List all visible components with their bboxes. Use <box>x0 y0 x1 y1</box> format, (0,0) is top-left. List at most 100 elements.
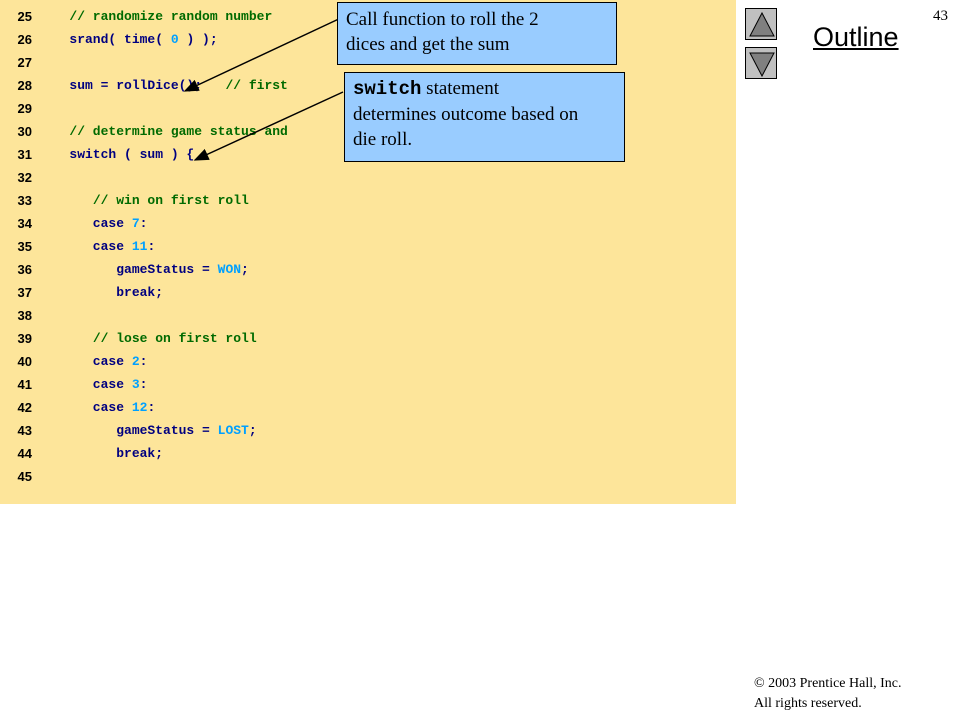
code-line: 44 break; <box>0 442 736 465</box>
line-number: 32 <box>17 170 32 185</box>
code-token: srand( time( <box>46 32 171 47</box>
line-number: 28 <box>17 78 32 93</box>
line-number: 42 <box>17 400 32 415</box>
code-comment: // randomize random number <box>69 9 273 24</box>
code-token <box>46 331 93 346</box>
code-token: case <box>46 400 132 415</box>
code-comment: // determine game status and <box>69 124 288 139</box>
code-token: break; <box>46 285 164 300</box>
page-number: 43 <box>933 8 948 24</box>
code-literal: 3 <box>131 377 140 392</box>
code-text: // win on first roll <box>46 189 249 212</box>
code-token <box>46 9 69 24</box>
code-text: gameStatus = WON; <box>46 258 249 281</box>
code-line: 27 <box>0 51 736 74</box>
code-text: srand( time( 0 ) ); <box>46 28 218 51</box>
code-token: : <box>139 377 148 392</box>
code-token: sum = rollDice(); <box>46 78 226 93</box>
code-literal: LOST <box>217 423 249 438</box>
code-literal: 2 <box>131 354 140 369</box>
code-text: gameStatus = LOST; <box>46 419 257 442</box>
code-line: 33 // win on first roll <box>0 189 736 212</box>
code-token: break; <box>46 446 164 461</box>
code-text: break; <box>46 281 163 304</box>
line-number: 26 <box>17 32 32 47</box>
code-text: case 3: <box>46 373 148 396</box>
code-line: 31 switch ( sum ) { <box>0 143 736 166</box>
code-token: ; <box>248 423 257 438</box>
rights-line: All rights reserved. <box>754 696 862 711</box>
code-line: 36 gameStatus = WON; <box>0 258 736 281</box>
code-token: : <box>147 239 156 254</box>
code-line: 29 <box>0 97 736 120</box>
code-text: case 12: <box>46 396 155 419</box>
callout-switch: switch statement determines outcome base… <box>344 72 625 162</box>
code-literal: 0 <box>170 32 179 47</box>
code-token: gameStatus = <box>46 423 218 438</box>
code-literal: WON <box>217 262 242 277</box>
outline-link[interactable]: Outline <box>813 22 899 52</box>
code-line: 38 <box>0 304 736 327</box>
line-number: 38 <box>17 308 32 323</box>
code-token: case <box>46 354 132 369</box>
line-number: 44 <box>17 446 32 461</box>
code-literal: 7 <box>131 216 140 231</box>
code-text: switch ( sum ) { <box>46 143 194 166</box>
line-number: 35 <box>17 239 32 254</box>
code-token: : <box>139 354 148 369</box>
code-token: case <box>46 239 132 254</box>
line-number: 27 <box>17 55 32 70</box>
code-line: 42 case 12: <box>0 396 736 419</box>
previous-slide-button[interactable] <box>745 8 777 40</box>
code-token: : <box>147 400 156 415</box>
callout-roll-line2: dices and get the sum <box>346 34 510 55</box>
code-text: // lose on first roll <box>46 327 257 350</box>
code-line: 37 break; <box>0 281 736 304</box>
callout-switch-keyword: switch <box>353 78 422 100</box>
line-number: 34 <box>17 216 32 231</box>
callout-switch-rest: statement <box>421 78 499 99</box>
code-line: 35 case 11: <box>0 235 736 258</box>
code-comment: // win on first roll <box>92 193 249 208</box>
line-number: 40 <box>17 354 32 369</box>
code-line: 43 gameStatus = LOST; <box>0 419 736 442</box>
code-token: gameStatus = <box>46 262 218 277</box>
code-comment: // lose on first roll <box>92 331 257 346</box>
code-text: break; <box>46 442 163 465</box>
code-line: 39 // lose on first roll <box>0 327 736 350</box>
code-text: // determine game status and <box>46 120 288 143</box>
code-literal: 12 <box>131 400 148 415</box>
code-line: 41 case 3: <box>0 373 736 396</box>
line-number: 29 <box>17 101 32 116</box>
copyright-line: © 2003 Prentice Hall, Inc. <box>754 676 902 691</box>
code-text: // randomize random number <box>46 5 272 28</box>
code-text: case 11: <box>46 235 155 258</box>
line-number: 39 <box>17 331 32 346</box>
line-number: 36 <box>17 262 32 277</box>
code-token: ; <box>241 262 249 277</box>
line-number: 31 <box>17 147 32 162</box>
callout-roll-line1: Call function to roll the 2 <box>346 9 539 30</box>
code-text: case 7: <box>46 212 148 235</box>
code-line: 40 case 2: <box>0 350 736 373</box>
line-number: 41 <box>17 377 32 392</box>
code-token: case <box>46 216 132 231</box>
code-comment: // first <box>225 78 288 93</box>
code-line: 45 <box>0 465 736 488</box>
code-token: switch ( sum ) { <box>46 147 195 162</box>
code-token: ) ); <box>178 32 218 47</box>
triangle-up-icon <box>749 11 775 37</box>
line-number: 33 <box>17 193 32 208</box>
callout-switch-line2: determines outcome based on <box>353 104 579 125</box>
line-number: 43 <box>17 423 32 438</box>
line-number: 37 <box>17 285 32 300</box>
next-slide-button[interactable] <box>745 47 777 79</box>
callout-switch-line3: die roll. <box>353 129 413 150</box>
code-text: case 2: <box>46 350 148 373</box>
code-token <box>46 124 69 139</box>
callout-roll-dice: Call function to roll the 2 dices and ge… <box>337 2 617 65</box>
line-number: 45 <box>17 469 32 484</box>
line-number: 25 <box>17 9 32 24</box>
code-token <box>46 193 93 208</box>
line-number: 30 <box>17 124 32 139</box>
